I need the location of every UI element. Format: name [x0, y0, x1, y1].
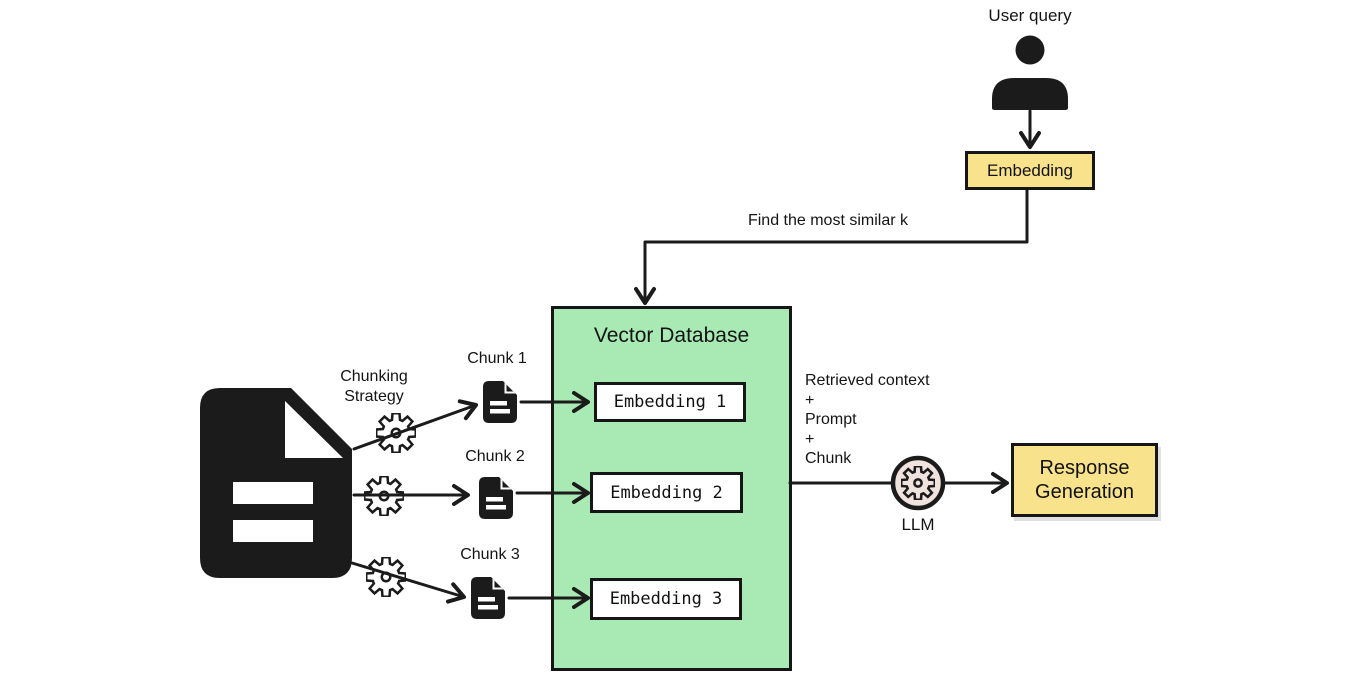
response-generation-line1: Response: [1039, 457, 1130, 479]
retrieved-context-line3: Prompt: [805, 411, 857, 428]
embedding-1-box: Embedding 1: [594, 382, 746, 422]
user-icon: [992, 35, 1068, 110]
retrieved-context-line2: +: [805, 391, 815, 409]
llm-icon: [890, 455, 946, 511]
user-query-label: User query: [988, 6, 1072, 25]
arrow-embedding-to-vector-database: [634, 188, 1029, 305]
embedding-3-box: Embedding 3: [590, 578, 742, 620]
query-embedding-box: Embedding: [965, 151, 1095, 190]
retrieved-context-line5: Chunk: [805, 450, 852, 467]
retrieved-context-label: Retrieved context + Prompt + Chunk: [805, 371, 965, 469]
vector-database-title: Vector Database: [593, 324, 750, 347]
chunking-strategy-label: Chunking Strategy: [327, 367, 421, 407]
query-embedding-label: Embedding: [986, 160, 1073, 180]
chunk-2-icon: [479, 477, 513, 519]
embedding-2-label: Embedding 2: [610, 482, 723, 503]
chunking-strategy-line1: Chunking: [340, 368, 408, 385]
embedding-3-label: Embedding 3: [609, 589, 723, 609]
chunking-strategy-line2: Strategy: [344, 388, 404, 405]
response-generation-line2: Generation: [1035, 481, 1134, 503]
chunk-1-icon: [483, 381, 517, 423]
chunk-2-label: Chunk 2: [465, 448, 525, 465]
response-generation-box: Response Generation: [1011, 443, 1158, 517]
retrieved-context-line4: +: [805, 430, 815, 448]
embedding-2-box: Embedding 2: [590, 472, 743, 513]
arrow-document-to-chunk-1: [352, 399, 478, 451]
arrow-document-to-chunk-3: [350, 561, 466, 604]
document-icon: [200, 388, 352, 578]
llm-label: LLM: [901, 515, 935, 534]
find-similar-label: Find the most similar k: [747, 212, 909, 229]
chunk-3-icon: [471, 577, 505, 619]
chunk-3-label: Chunk 3: [460, 546, 520, 563]
embedding-1-label: Embedding 1: [613, 392, 727, 412]
retrieved-context-line1: Retrieved context: [805, 372, 930, 389]
chunk-1-label: Chunk 1: [467, 350, 527, 367]
